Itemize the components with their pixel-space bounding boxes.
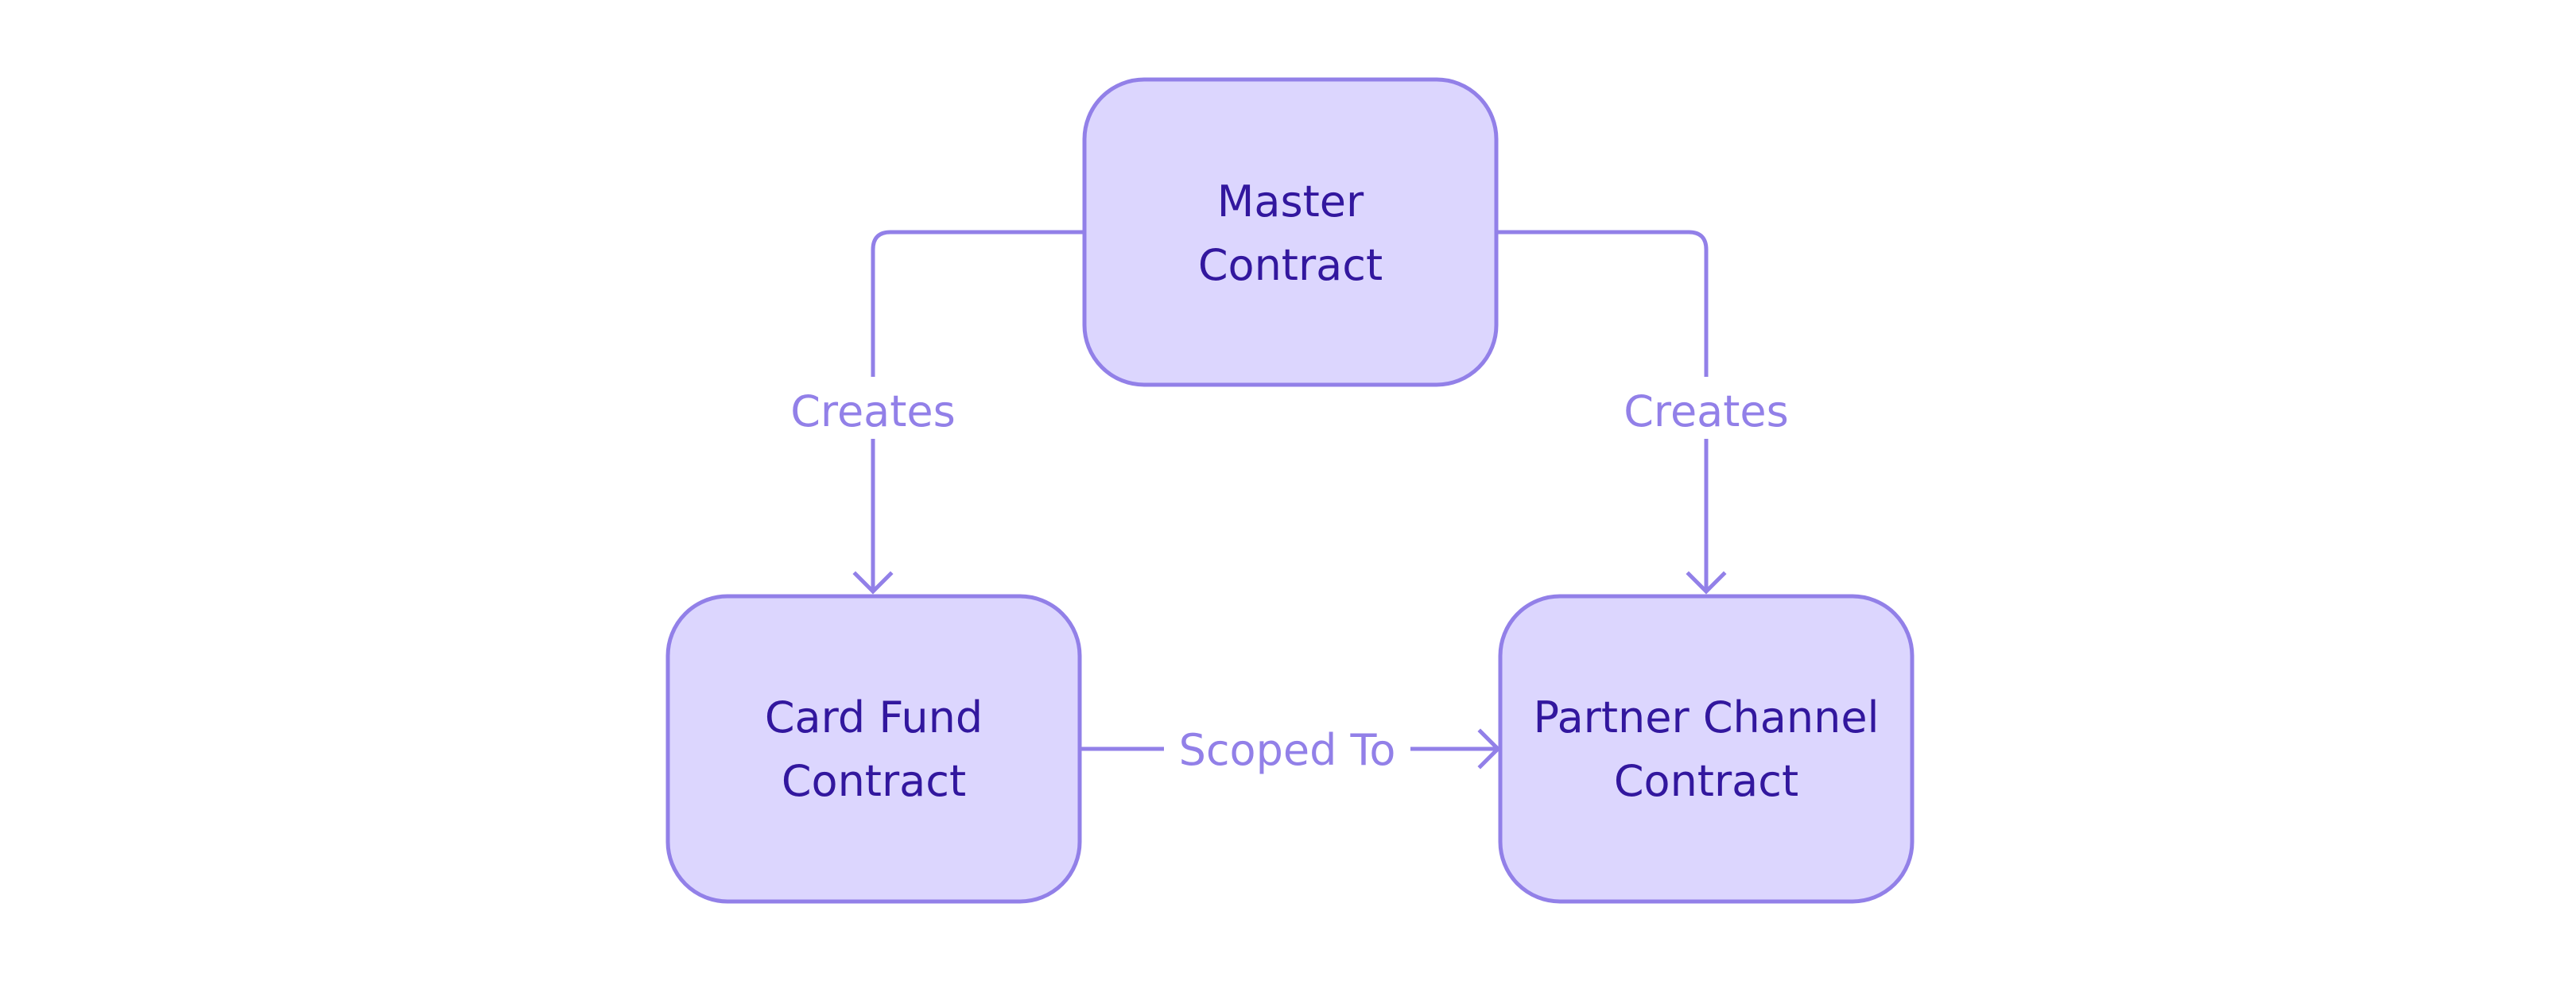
node-master-contract[interactable]: Master Contract <box>1082 77 1499 387</box>
edge-master-to-card-fund: Creates <box>790 230 1084 595</box>
edge-label-creates-left: Creates <box>790 386 956 436</box>
arrow-head-partner-channel-top <box>1686 571 1727 595</box>
edge-line-master-partner-channel <box>1498 230 1709 592</box>
node-label-card-fund-line2: Contract <box>782 756 966 806</box>
edge-label-creates-right: Creates <box>1624 386 1789 436</box>
node-label-partner-channel-line1: Partner Channel <box>1533 692 1879 743</box>
node-label-partner-channel-line2: Contract <box>1614 756 1798 806</box>
node-label-card-fund-line1: Card Fund <box>765 692 983 743</box>
node-label-master-line1: Master <box>1217 176 1364 227</box>
edge-card-fund-to-partner-channel: Scoped To <box>1080 725 1501 775</box>
edge-label-scoped-to: Scoped To <box>1179 725 1396 775</box>
arrow-head-partner-channel-left <box>1477 728 1501 770</box>
node-label-master-line2: Contract <box>1198 240 1383 290</box>
arrow-head-card-fund <box>852 571 894 595</box>
edge-master-to-partner-channel: Creates <box>1498 230 1789 595</box>
node-box-partner-channel <box>1498 594 1915 904</box>
node-box-card-fund <box>665 594 1082 904</box>
node-partner-channel-contract[interactable]: Partner Channel Contract <box>1498 594 1915 904</box>
node-box-master <box>1082 77 1499 387</box>
node-card-fund-contract[interactable]: Card Fund Contract <box>665 594 1082 904</box>
edge-line-master-card-fund <box>871 230 1084 592</box>
